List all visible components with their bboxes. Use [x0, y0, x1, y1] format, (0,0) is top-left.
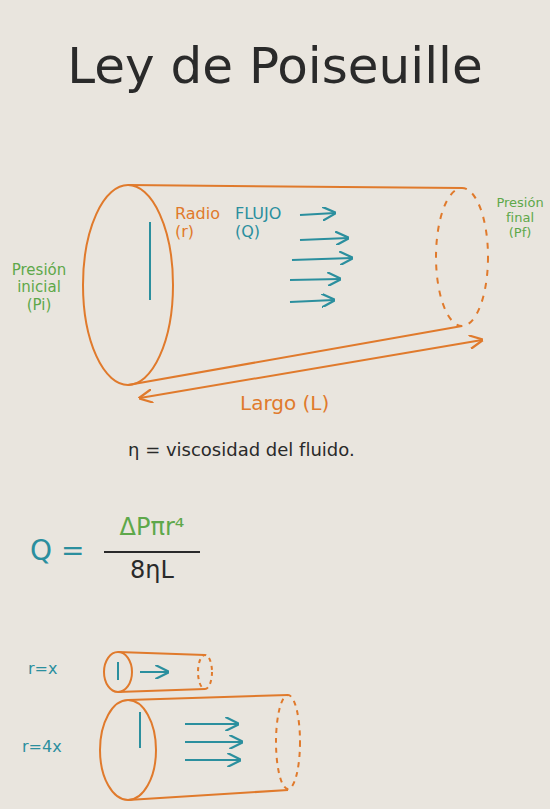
flow-arrow	[300, 213, 335, 215]
cylinder-end-dashed	[198, 655, 212, 689]
cylinder-node: Radio (r)FLUJO (Q)	[80, 180, 500, 392]
note: η = viscosidad del fluido.	[128, 440, 458, 461]
formula-numerator: ΔPπr⁴	[100, 514, 204, 542]
pressure-label: Presión final (Pf)	[493, 196, 547, 241]
cylinder-side	[118, 689, 205, 692]
cylinder-end	[83, 185, 173, 385]
cylinder-end-dashed	[436, 188, 488, 326]
small-cylinder	[104, 652, 212, 692]
radius-label: r=x	[28, 660, 84, 678]
radius-text: Radio (r)	[175, 205, 231, 242]
title: Ley de Poiseuille	[20, 38, 530, 96]
cylinder-side	[128, 326, 462, 385]
cylinder-side	[128, 695, 288, 700]
flow-arrows	[290, 213, 352, 302]
flow-text: FLUJO (Q)	[235, 205, 301, 242]
flow-arrow	[290, 300, 334, 302]
cylinder-side	[128, 185, 462, 188]
flow-arrow	[185, 741, 242, 743]
flow-arrow	[140, 671, 168, 673]
dimension-label: Largo (L)	[240, 392, 350, 415]
large-cylinder	[100, 695, 300, 800]
pressure-label: Presión inicial (Pi)	[6, 262, 72, 314]
flow-arrow	[185, 759, 240, 761]
cylinder-side	[128, 790, 288, 800]
flow-arrow	[292, 258, 352, 260]
fraction-bar	[104, 551, 200, 553]
flow-arrow	[290, 279, 340, 280]
flow-arrow	[185, 723, 238, 725]
flow-arrows	[185, 724, 242, 760]
radius-line	[149, 222, 151, 300]
cylinder-end	[100, 700, 156, 800]
cylinder-end	[104, 652, 132, 692]
formula-part: Q =	[30, 535, 98, 567]
formula-denominator: 8ηL	[100, 557, 204, 585]
flow-arrow	[300, 238, 348, 240]
length-arrow	[140, 340, 482, 398]
cylinder-side	[118, 652, 205, 655]
radius-line	[139, 712, 141, 748]
cylinder-end-dashed	[276, 695, 300, 789]
radius-label: r=4x	[22, 738, 86, 756]
radius-line	[117, 662, 119, 680]
cylinder-outline	[80, 180, 500, 392]
